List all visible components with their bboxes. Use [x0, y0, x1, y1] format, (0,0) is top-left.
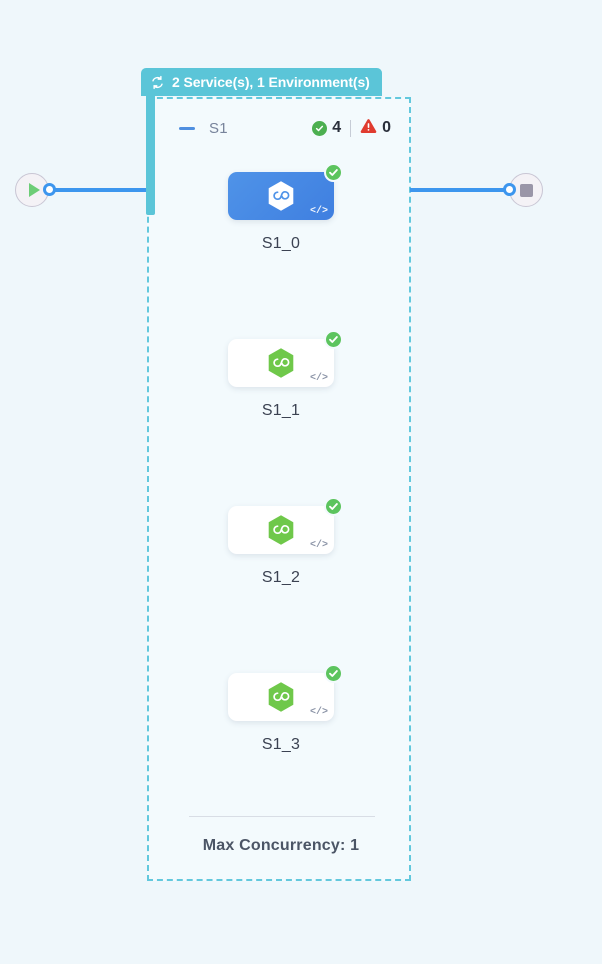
- check-circle-icon: [324, 497, 343, 516]
- check-circle-icon: [312, 120, 328, 136]
- hexagon-infinity-icon: [266, 681, 296, 713]
- collapse-dash-icon[interactable]: [179, 126, 195, 130]
- service-node-label: S1_3: [261, 736, 301, 753]
- service-node-label: S1_1: [261, 402, 301, 419]
- stats-divider: [350, 119, 352, 137]
- connector-line-start: [50, 188, 147, 192]
- stop-icon: [519, 183, 533, 197]
- service-node-label: S1_0: [261, 235, 301, 252]
- connector-line-end: [410, 188, 506, 192]
- service-card[interactable]: </>: [228, 330, 343, 387]
- group-status-counts: 4 0: [312, 118, 391, 139]
- error-count-group: 0: [360, 118, 391, 139]
- service-node-0[interactable]: </> S1_0: [149, 163, 413, 253]
- hexagon-infinity-icon: [266, 347, 296, 379]
- success-count-value: 4: [332, 119, 342, 136]
- check-circle-icon: [324, 330, 343, 349]
- connector-handle-end[interactable]: [503, 183, 516, 196]
- sync-refresh-icon: [150, 75, 165, 90]
- group-name-label: S1: [209, 119, 228, 137]
- max-concurrency-label: Max Concurrency: 1: [202, 837, 360, 854]
- service-card[interactable]: </>: [228, 497, 343, 554]
- group-tab-label: 2 Service(s), 1 Environment(s): [172, 74, 370, 90]
- service-group-container[interactable]: S1 4: [147, 97, 411, 881]
- service-card[interactable]: </>: [228, 664, 343, 721]
- service-node-2[interactable]: </> S1_2: [149, 497, 413, 587]
- service-card[interactable]: </>: [228, 163, 343, 220]
- service-node-1[interactable]: </> S1_1: [149, 330, 413, 420]
- service-node-3[interactable]: </> S1_3: [149, 664, 413, 754]
- warning-triangle-icon: [360, 118, 377, 139]
- group-edge-bar: [146, 68, 155, 215]
- error-count-value: 0: [382, 119, 391, 136]
- group-header: S1 4: [179, 116, 391, 140]
- hexagon-infinity-icon: [266, 514, 296, 546]
- success-count-group: 4: [312, 119, 341, 137]
- hexagon-infinity-icon: [266, 180, 296, 212]
- service-node-label: S1_2: [261, 569, 301, 586]
- check-circle-icon: [324, 664, 343, 683]
- code-tag-icon: </>: [309, 206, 328, 217]
- group-tab[interactable]: 2 Service(s), 1 Environment(s): [141, 68, 382, 96]
- connector-handle-start[interactable]: [43, 183, 56, 196]
- code-tag-icon: </>: [309, 373, 328, 384]
- play-icon: [28, 183, 40, 197]
- code-tag-icon: </>: [309, 540, 328, 551]
- footer-divider: [189, 816, 375, 817]
- check-circle-icon: [324, 163, 343, 182]
- code-tag-icon: </>: [309, 707, 328, 718]
